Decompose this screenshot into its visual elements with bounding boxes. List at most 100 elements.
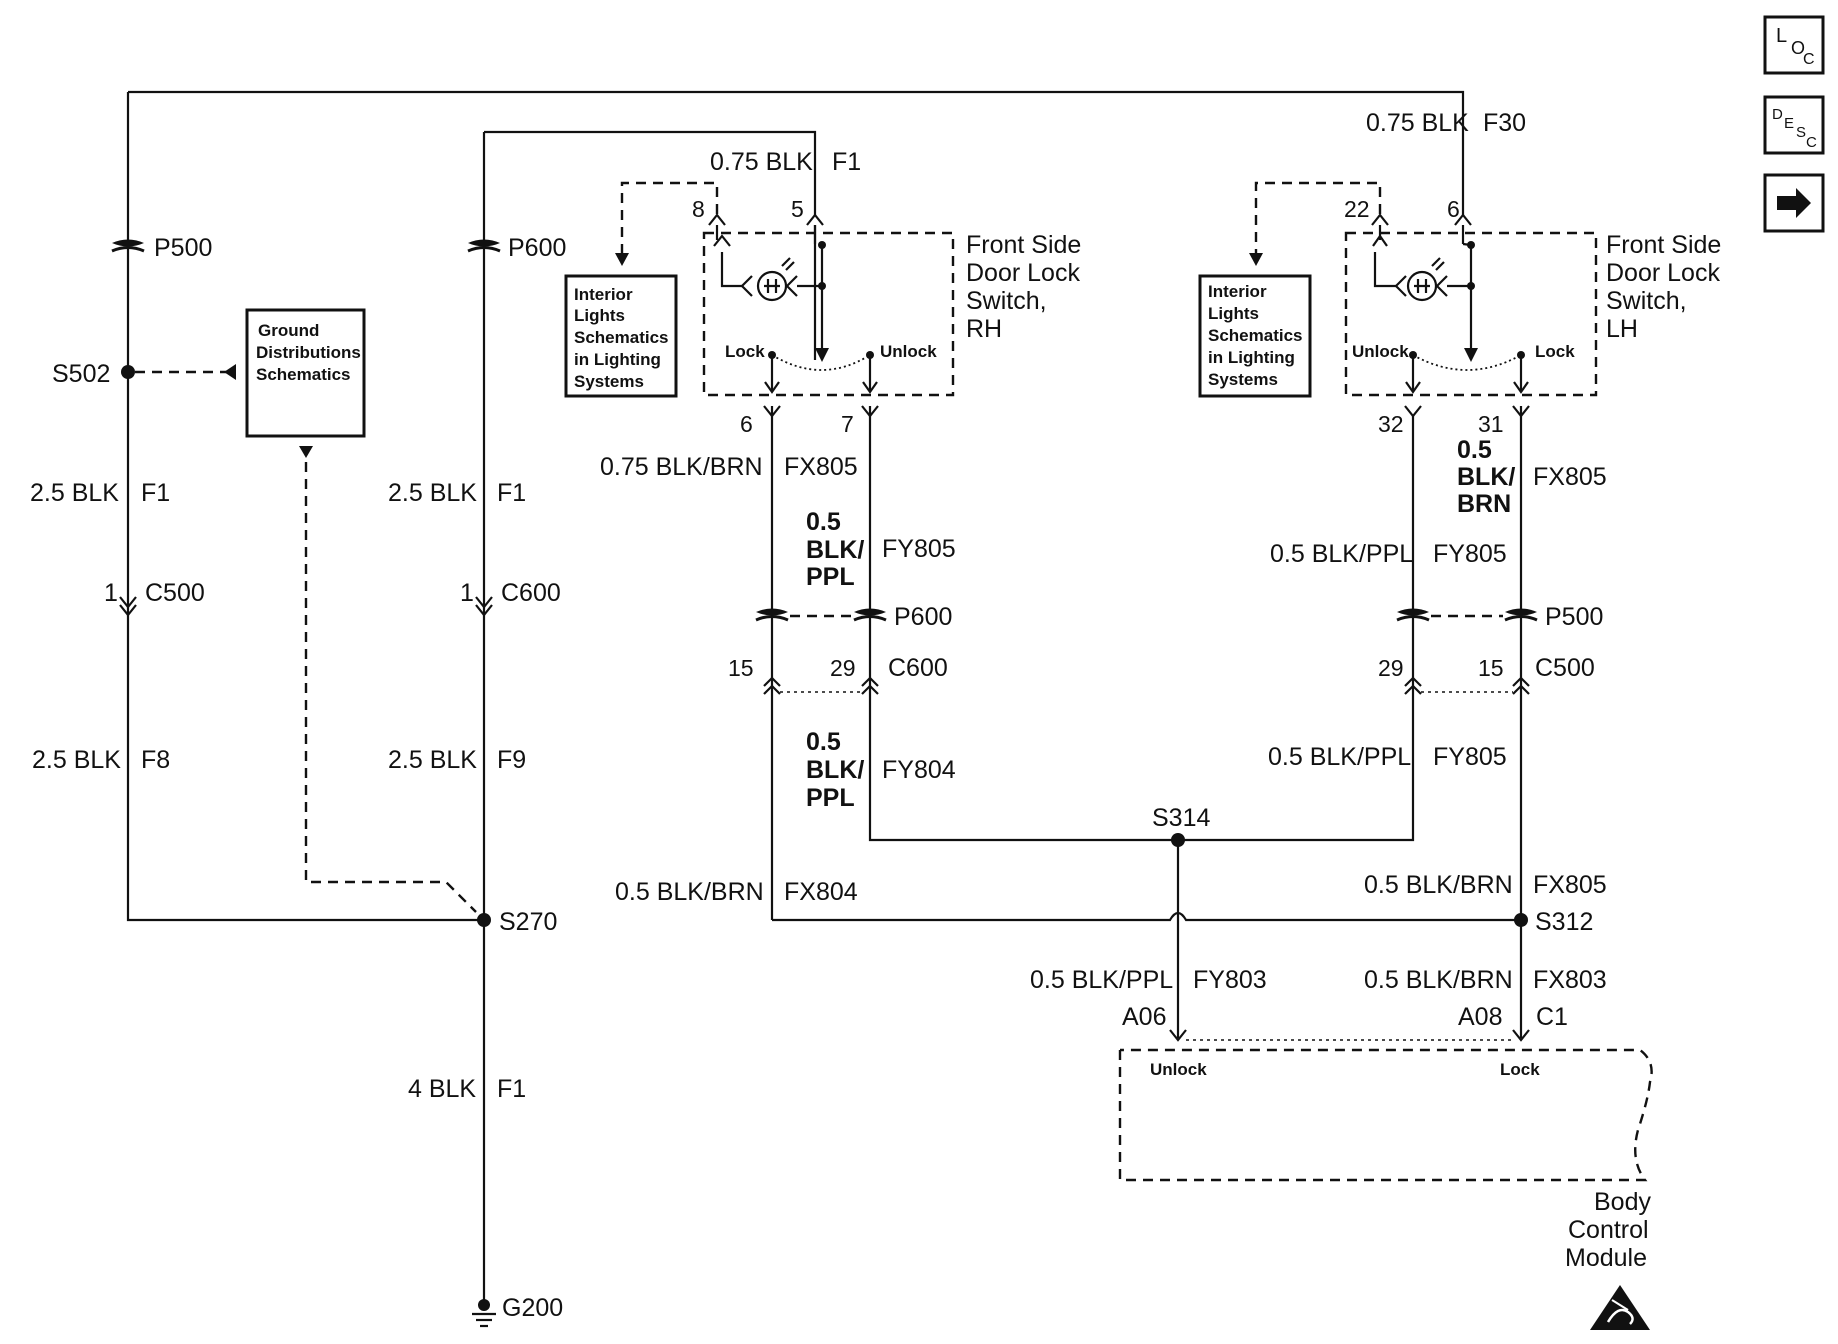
rh-wire-29-line-3: PPL (806, 784, 855, 812)
lh-switch-title-1: Front Side (1606, 231, 1721, 259)
lh-pin-6: 6 (1447, 196, 1460, 222)
rh-c600-label: C600 (888, 654, 948, 682)
rh-interior-lights-box[interactable]: Interior Lights Schematics in Lighting S… (564, 274, 678, 398)
lh-interior-lights-box[interactable]: Interior Lights Schematics in Lighting S… (1198, 274, 1312, 398)
lh-c500-label: C500 (1535, 654, 1595, 682)
rh-wire-29-circuit: FY804 (882, 756, 956, 784)
bcm-connector-c1: C1 (1536, 1003, 1568, 1031)
bcm-pin-a08: A08 (1458, 1003, 1502, 1031)
rh-unlock-label: Unlock (880, 342, 937, 361)
loc-letter-l: L (1776, 25, 1787, 47)
lh-wire-31-circuit: FX805 (1533, 463, 1607, 491)
lh-switch-title-4: LH (1606, 315, 1638, 343)
rh-interior-box-line-4: in Lighting (574, 350, 661, 369)
ground-symbol-icon (472, 1299, 496, 1328)
bcm-lock-label: Lock (1500, 1060, 1540, 1079)
lh-p500-splice-left (1396, 608, 1430, 622)
rh-p600-splice-left (755, 608, 789, 622)
lh-switch-box (1344, 231, 1598, 397)
rh-wire-6-label: 0.75 BLK/BRN (600, 453, 763, 481)
next-button[interactable] (1763, 173, 1825, 233)
g200-label: G200 (502, 1294, 563, 1322)
lh-switch-title-2: Door Lock (1606, 259, 1720, 287)
ground-distribution-box[interactable]: Ground Distributions Schematics (245, 308, 366, 438)
lh-pin-22: 22 (1344, 196, 1370, 222)
ground-wire-circuit: F1 (497, 1075, 526, 1103)
s502-label: S502 (52, 360, 110, 388)
arrow-left-icon (224, 364, 236, 380)
c500-label: C500 (145, 579, 205, 607)
rh-wire-7-line-1: 0.5 (806, 508, 841, 536)
lamp-icon (1394, 257, 1448, 302)
rh-p600-label: P600 (894, 603, 952, 631)
rh-pin-8: 8 (692, 196, 705, 222)
rh-interior-box-line-1: Interior (574, 285, 633, 304)
left-bottom-wire-circuit: F8 (141, 746, 170, 774)
lh-lock-label: Lock (1535, 342, 1575, 361)
s312-splice-dot (1514, 913, 1528, 927)
bcm-unlock-wire-label: 0.5 BLK/PPL (1030, 966, 1173, 994)
bcm-title-2: Control (1568, 1216, 1649, 1244)
rh-interior-box-line-5: Systems (574, 372, 644, 391)
c600-label: C600 (501, 579, 561, 607)
rh-pin-15: 15 (728, 655, 754, 681)
arrow-down-icon (615, 253, 629, 266)
lamp-icon (740, 257, 798, 302)
desc-letter-s: S (1796, 124, 1806, 141)
ground-box-line-3: Schematics (256, 365, 351, 384)
rh-switch-title-1: Front Side (966, 231, 1081, 259)
loc-letter-o: O (1791, 38, 1805, 58)
lh-switch-title-3: Switch, (1606, 287, 1687, 315)
arrow-down-icon (1249, 253, 1263, 266)
lh-wire-32-circuit: FY805 (1433, 540, 1507, 568)
lh-wire-31-line-2: BLK/ (1457, 463, 1515, 491)
lh-wire-31-line-3: BRN (1457, 490, 1511, 518)
arrow-down-icon (299, 446, 313, 458)
bcm-section: S314 S312 0.5 BLK/PPL FY803 0.5 BLK/BRN … (772, 804, 1653, 1330)
mid-top-wire-label: 2.5 BLK (388, 479, 477, 507)
lh-p500-label: P500 (1545, 603, 1603, 631)
lh-switch-section: 0.75 BLK F30 Interior Lights Schematics … (1198, 109, 1721, 1038)
bcm-lock-wire-label: 0.5 BLK/BRN (1364, 966, 1513, 994)
ground-box-line-1: Ground (258, 321, 319, 340)
rh-interior-box-line-2: Lights (574, 306, 625, 325)
left-top-wire-label: 2.5 BLK (30, 479, 119, 507)
desc-letter-d: D (1772, 106, 1783, 123)
right-arrow-icon (1777, 188, 1811, 218)
lh-wire-29-label: 0.5 BLK/PPL (1268, 743, 1411, 771)
left-top-wire-circuit: F1 (141, 479, 170, 507)
lh-pin-29: 29 (1378, 655, 1404, 681)
loc-button[interactable]: L O C (1763, 15, 1825, 75)
desc-button[interactable]: D E S C (1763, 95, 1825, 155)
ground-circuit: P500 P600 S502 Ground Distributions Sche… (30, 90, 1465, 1328)
bcm-box (1118, 1048, 1653, 1182)
lh-pin-32: 32 (1378, 411, 1404, 437)
lh-wire-15-label: 0.5 BLK/BRN (1364, 871, 1513, 899)
lh-interior-box-line-5: Systems (1208, 370, 1278, 389)
c500-pin-label: 1 (104, 579, 118, 607)
lh-p500-splice-right (1504, 608, 1538, 622)
rh-wire-7-circuit: FY805 (882, 535, 956, 563)
mid-bottom-wire-label: 2.5 BLK (388, 746, 477, 774)
desc-letter-c: C (1806, 134, 1817, 151)
bcm-pin-a06: A06 (1122, 1003, 1166, 1031)
rh-switch-title-3: Switch, (966, 287, 1047, 315)
rh-p600-splice-right (853, 608, 887, 622)
bcm-unlock-wire-circuit: FY803 (1193, 966, 1267, 994)
rh-wire-29-line-2: BLK/ (806, 756, 864, 784)
p500-label: P500 (154, 234, 212, 262)
left-bottom-wire-label: 2.5 BLK (32, 746, 121, 774)
bcm-unlock-label: Unlock (1150, 1060, 1207, 1079)
rh-wire-29-line-1: 0.5 (806, 728, 841, 756)
rh-pin-7: 7 (841, 411, 854, 437)
p600-splice (467, 239, 501, 253)
mid-top-wire-circuit: F1 (497, 479, 526, 507)
rh-wire-7-line-3: PPL (806, 563, 855, 591)
rh-interior-box-line-3: Schematics (574, 328, 669, 347)
c600-pin-label: 1 (460, 579, 474, 607)
lh-unlock-label: Unlock (1352, 342, 1409, 361)
lh-feed-wire-label: 0.75 BLK (1366, 109, 1469, 137)
lh-wire-15-circuit: FX805 (1533, 871, 1607, 899)
rh-switch-box (702, 231, 955, 397)
